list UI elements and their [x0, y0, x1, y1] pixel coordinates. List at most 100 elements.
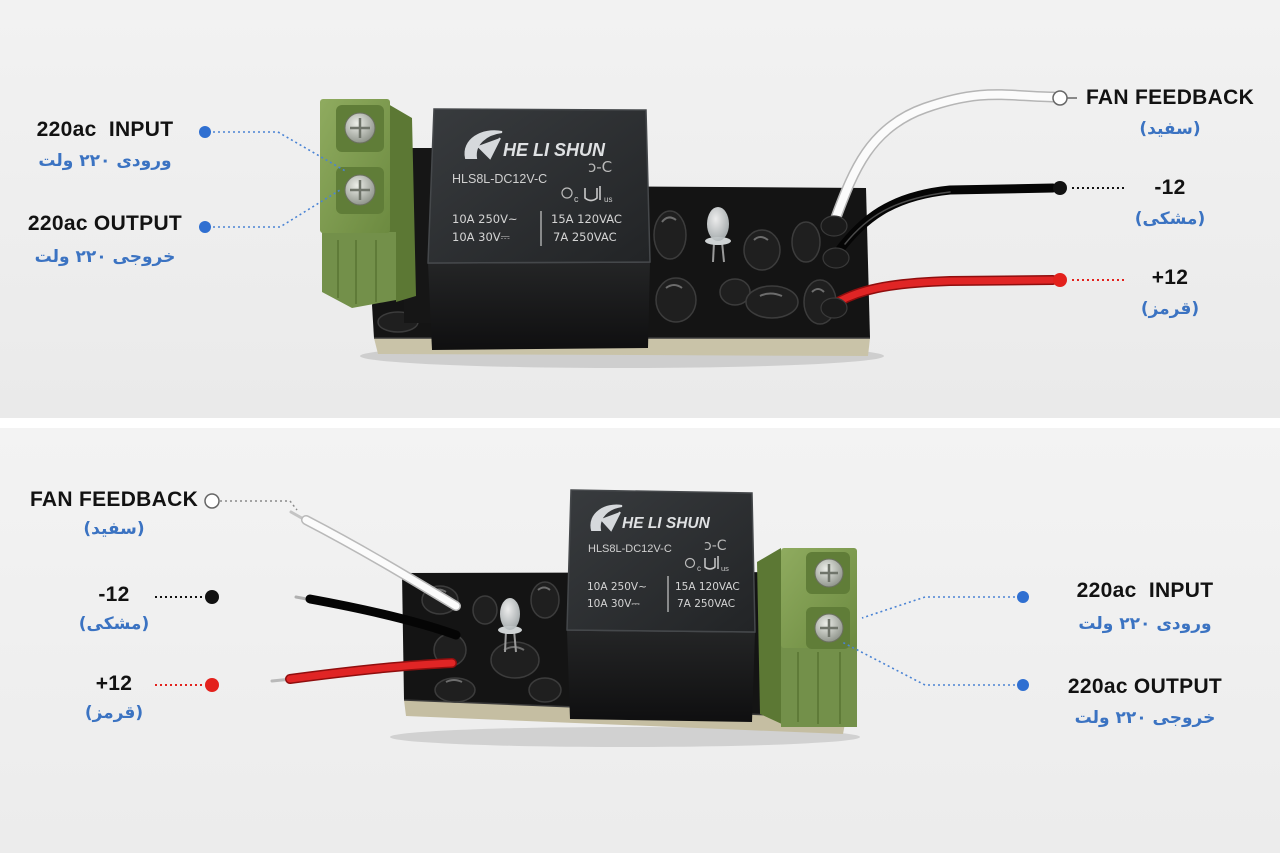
relay-rating-1: 10A 250V~: [452, 212, 518, 226]
output-leader-line: [213, 189, 341, 228]
output-label: 220ac OUTPUT: [1067, 675, 1223, 698]
negative-label: -12: [1154, 176, 1186, 199]
screw-slot: [350, 180, 370, 200]
coating-highlight: [445, 679, 463, 683]
relay-brand: HE LI SHUN: [503, 140, 606, 160]
relay: HE LI SHUN HLS8L-DC12V-C ɔ-C c us 10A 25…: [566, 489, 756, 722]
led: [705, 207, 731, 263]
coating-blob: [472, 595, 498, 625]
bottom-positive-callout: +12 (قرمز): [14, 671, 214, 727]
relay-top-face: [566, 489, 756, 633]
relay-model: HLS8L-DC12V-C: [588, 543, 672, 555]
fan-feedback-color: (سفید): [83, 519, 145, 539]
relay-model: HLS8L-DC12V-C: [452, 172, 547, 186]
bottom-negative-callout: -12 (مشکی): [14, 582, 214, 638]
feedback-marker-dot: [204, 493, 220, 509]
coating-blob: [655, 277, 697, 323]
input-leader-line: [861, 596, 1015, 619]
board-shadow: [390, 727, 860, 747]
conformal-coating: [377, 210, 837, 333]
bottom-input-callout: 220ac INPUT ورودی ۲۲۰ ولت: [1045, 578, 1245, 638]
cert-us: us: [604, 195, 612, 204]
ul-mark-icon: [704, 556, 719, 570]
coating-highlight: [753, 236, 769, 241]
solder-joint: [820, 297, 848, 319]
relay-rating-4: 7A 250VAC: [677, 598, 735, 610]
red-wire: [834, 276, 1057, 306]
screw-slot: [820, 564, 838, 582]
coating-highlights: [661, 216, 825, 297]
cert-circle-icon: [561, 187, 573, 199]
led-lead: [721, 241, 725, 263]
coating-blob: [743, 229, 781, 271]
positive-color: (قرمز): [1140, 299, 1200, 319]
output-marker-dot: [1017, 679, 1029, 691]
coating-highlight: [665, 284, 683, 289]
negative-label: -12: [98, 583, 130, 606]
terminal-block: [757, 548, 857, 727]
cert-c: c: [697, 564, 701, 573]
relay-model-suffix: ɔ-C: [588, 158, 612, 176]
terminal-ridges: [797, 652, 841, 724]
coating-highlight: [661, 216, 677, 223]
bottom-fan-feedback-callout: FAN FEEDBACK (سفید): [14, 487, 214, 543]
led-lens: [500, 598, 520, 630]
input-label-persian: ورودی ۲۲۰ ولت: [38, 151, 172, 171]
fan-feedback-label: FAN FEEDBACK: [29, 488, 199, 511]
terminal-block: [320, 99, 416, 308]
panel-separator: [0, 418, 1280, 428]
screw-slot: [820, 619, 838, 637]
black-wire-shine: [844, 191, 951, 245]
output-label-persian: خروجی ۲۲۰ ولت: [1074, 708, 1216, 728]
output-marker-dot: [199, 221, 211, 233]
terminal-side-face: [757, 548, 784, 725]
solder-joint: [820, 215, 848, 237]
fan-feedback-label: FAN FEEDBACK: [1085, 86, 1255, 109]
wire-solder-joints: [820, 215, 850, 319]
output-label-persian: خروجی ۲۲۰ ولت: [34, 247, 176, 267]
led-lead: [712, 241, 715, 263]
coating-blob: [528, 677, 562, 703]
coating-blob: [745, 285, 799, 319]
relay-rating-3: 15A 120VAC: [675, 581, 740, 593]
negative-color: (مشکی): [78, 614, 150, 634]
brand-logo-icon: [464, 130, 503, 160]
relay-rating-1: 10A 250V~: [587, 581, 647, 593]
positive-marker-dot: [205, 678, 219, 692]
input-label: 220ac INPUT: [36, 118, 174, 141]
relay-rating-2: 10A 30V⎓: [452, 230, 511, 244]
coating-highlight: [759, 292, 783, 297]
output-label: 220ac OUTPUT: [27, 212, 183, 235]
negative-color: (مشکی): [1134, 209, 1206, 229]
relay-front-face: [428, 262, 650, 350]
top-fan-feedback-callout: FAN FEEDBACK (سفید): [1070, 85, 1270, 143]
black-wire: [305, 594, 461, 640]
relay-rating-4: 7A 250VAC: [553, 230, 617, 244]
terminal-side-face: [388, 104, 416, 302]
cert-c: c: [574, 194, 579, 204]
coating-blob: [653, 210, 687, 260]
coating-highlight: [537, 586, 551, 591]
white-wire: [831, 90, 1057, 224]
feedback-marker-dot: [1052, 90, 1068, 106]
input-marker-dot: [199, 126, 211, 138]
positive-label: +12: [95, 672, 133, 695]
negative-marker-dot: [1053, 181, 1067, 195]
relay: HE LI SHUN HLS8L-DC12V-C ɔ-C c us 10A 25…: [427, 108, 651, 350]
input-marker-dot: [1017, 591, 1029, 603]
top-negative-callout: -12 (مشکی): [1070, 175, 1270, 233]
cert-us: us: [721, 564, 729, 573]
fan-feedback-color: (سفید): [1139, 119, 1201, 139]
led: [498, 598, 522, 653]
output-leader-line: [841, 641, 1015, 686]
top-output-callout: 220ac OUTPUT خروجی ۲۲۰ ولت: [5, 211, 205, 271]
white-wire: [302, 516, 460, 610]
bottom-output-callout: 220ac OUTPUT خروجی ۲۲۰ ولت: [1045, 674, 1245, 732]
relay-rating-2: 10A 30V⎓: [587, 598, 640, 610]
bottom-relay-module: HE LI SHUN HLS8L-DC12V-C ɔ-C c us 10A 25…: [270, 489, 860, 747]
terminal-lower-body: [322, 232, 396, 308]
relay-brand: HE LI SHUN: [622, 515, 711, 532]
relay-model-suffix: ɔ-C: [704, 538, 727, 554]
coating-highlight: [811, 288, 825, 293]
